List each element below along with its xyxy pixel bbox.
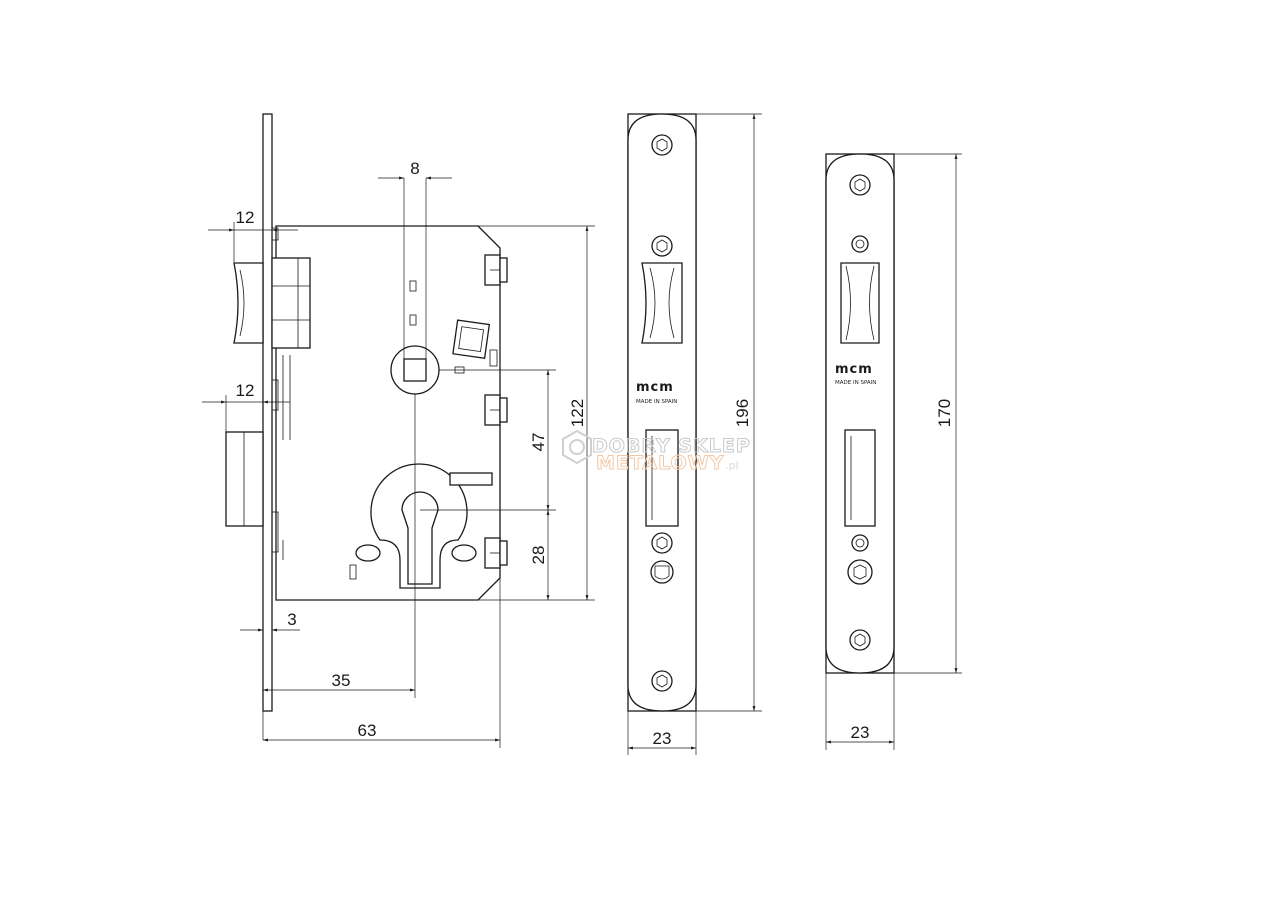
faceplate-length-label: 196	[733, 399, 752, 427]
case-tab-middle	[484, 394, 508, 426]
body-height-label: 122	[568, 399, 587, 427]
strike-brand: mcm	[835, 362, 873, 377]
watermark-line2: METALOWY	[596, 452, 724, 474]
latch-bolt	[233, 257, 311, 349]
faceplate-thickness-label: 3	[287, 610, 296, 629]
watermark-line1: DOBRY SKLEP	[592, 435, 751, 457]
deadbolt-projection-label: 12	[236, 381, 255, 400]
strike-dimensions: 170 23	[825, 153, 962, 750]
watermark-suffix: .pl	[725, 459, 739, 472]
lever-mechanism	[452, 319, 491, 359]
body-depth-label: 63	[358, 721, 377, 740]
faceplate-front-view: mcm MADE IN SPAIN	[627, 113, 697, 712]
faceplate-width-label: 23	[653, 729, 672, 748]
strike-width-label: 23	[851, 723, 870, 742]
case-tab-upper	[484, 254, 508, 286]
hexagon-nut-icon	[562, 429, 592, 465]
watermark: DOBRY SKLEP METALOWY .pl	[562, 429, 751, 475]
faceplate-brand: mcm	[636, 380, 674, 395]
case-tab-lower	[484, 537, 508, 569]
cylinder-cam	[355, 463, 477, 589]
spindle-hub	[390, 345, 440, 395]
deadbolt	[225, 431, 264, 527]
side-view-dimensions: 12 12 8 3 35 63 122	[202, 159, 595, 748]
backset-label: 35	[332, 671, 351, 690]
latch-projection-label: 12	[236, 208, 255, 227]
strike-origin: MADE IN SPAIN	[835, 380, 876, 386]
strike-length-label: 170	[935, 399, 954, 427]
cylinder-to-bottom-label: 28	[529, 546, 548, 565]
forend-plate	[262, 113, 273, 712]
lock-side-view	[225, 113, 508, 712]
faceplate-origin: MADE IN SPAIN	[636, 399, 677, 405]
spindle-to-cylinder-label: 47	[529, 433, 548, 452]
faceplate-dimensions: 196 23	[627, 113, 762, 755]
spindle-size-label: 8	[410, 159, 419, 178]
strike-plate-front-view: mcm MADE IN SPAIN	[825, 153, 895, 674]
